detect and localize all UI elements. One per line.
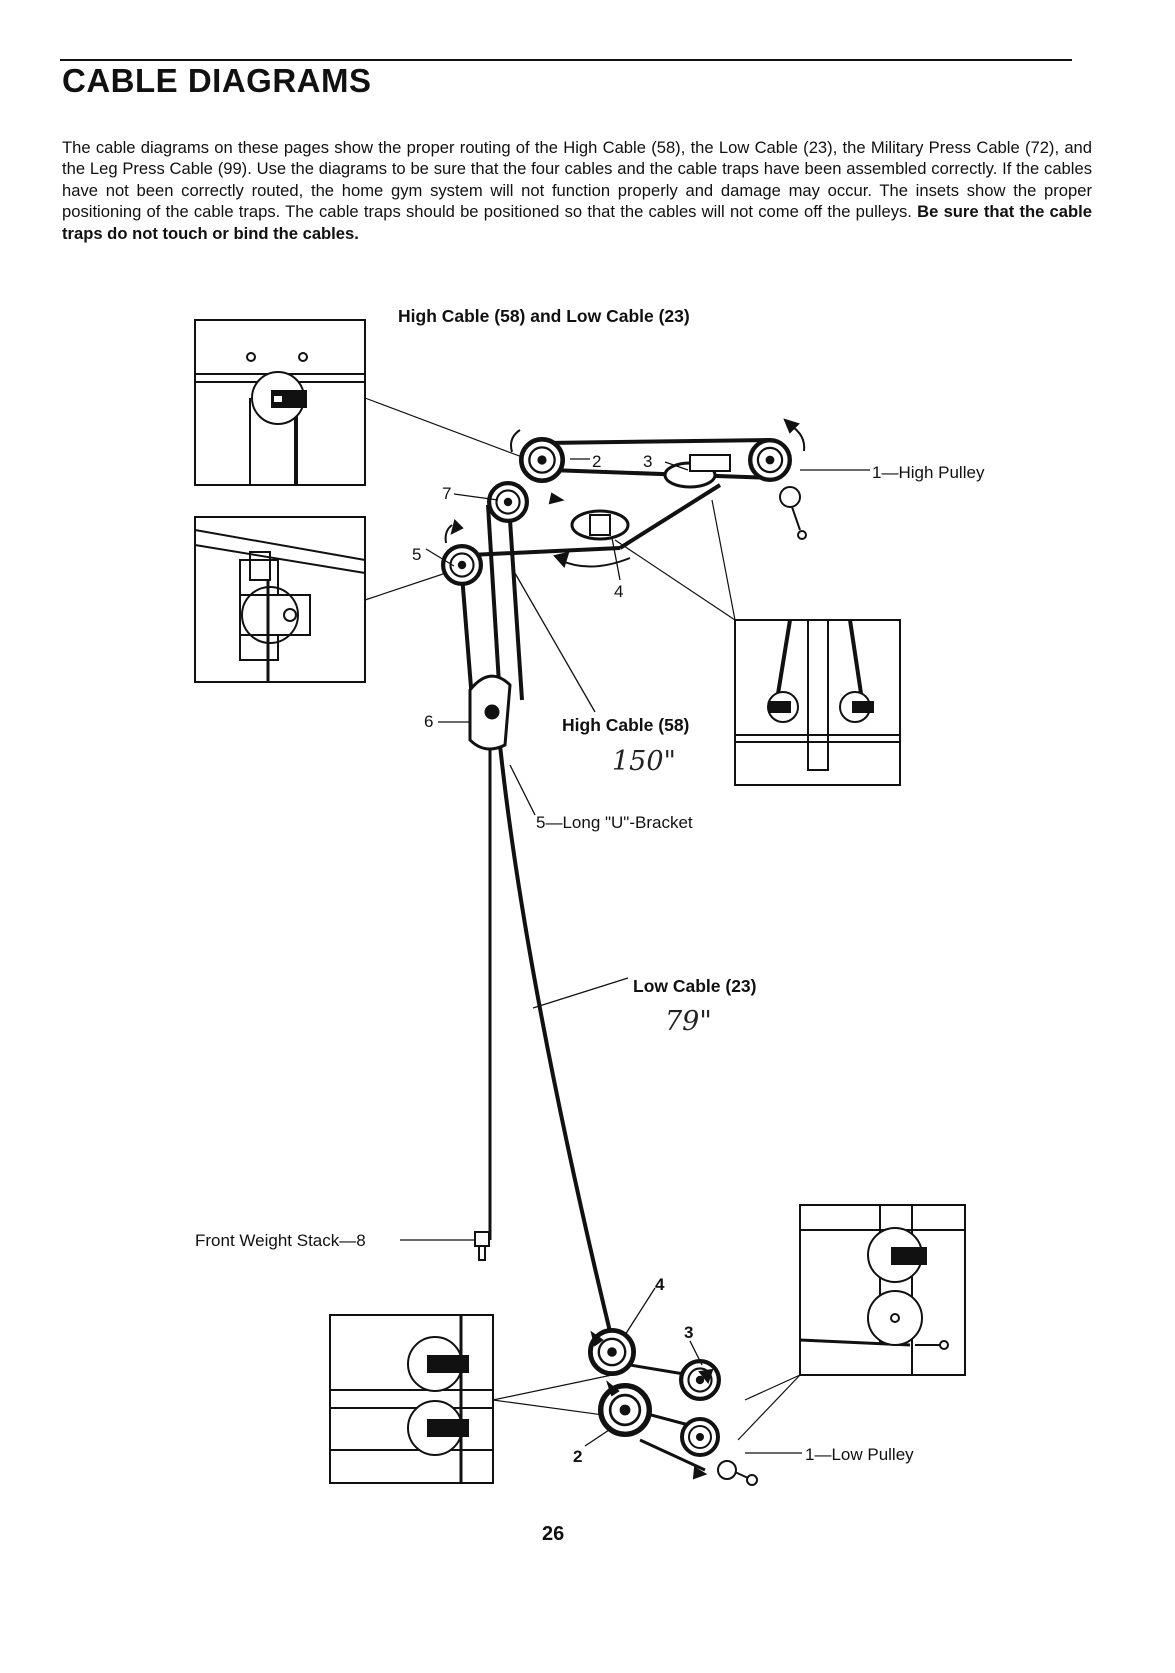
low-pulley-handle — [717, 1460, 758, 1486]
label-high-cable: High Cable (58) — [562, 715, 689, 735]
inset-bottom-left — [329, 1314, 494, 1484]
high-cable-path — [460, 438, 773, 1240]
label-front-weight-stack: Front Weight Stack—8 — [195, 1231, 366, 1250]
inset-bottom-right — [799, 1204, 966, 1376]
page-number: 26 — [542, 1523, 564, 1545]
label-5: 5 — [412, 545, 421, 564]
weight-stack-pin — [474, 1231, 490, 1261]
handwritten-low-cable-length: 79" — [665, 1006, 712, 1037]
label-long-u-bracket: 5—Long "U"-Bracket — [536, 813, 693, 832]
label-4-top: 4 — [614, 582, 623, 601]
label-low-cable: Low Cable (23) — [633, 976, 757, 996]
pulley-top-1-high — [750, 440, 790, 480]
label-2-bottom: 2 — [573, 1447, 582, 1466]
intro-text: The cable diagrams on these pages show t… — [62, 138, 1092, 222]
diagram-heading: High Cable (58) and Low Cable (23) — [398, 306, 690, 326]
title-rule — [60, 59, 1072, 61]
label-high-pulley: 1—High Pulley — [872, 463, 985, 482]
pulley-4-top — [570, 509, 630, 541]
inset-leaders — [364, 397, 801, 1441]
pulley-7 — [489, 483, 527, 521]
inset-top-left — [194, 319, 366, 486]
pulley-3-bottom — [681, 1361, 719, 1399]
intro-warning: Be sure that the cable traps do not touc… — [62, 202, 1092, 243]
intro-paragraph: The cable diagrams on these pages show t… — [62, 137, 1092, 244]
label-low-pulley: 1—Low Pulley — [805, 1445, 914, 1464]
pulley-6 — [468, 674, 512, 751]
pulley-2-bottom — [601, 1386, 650, 1435]
label-3-bottom: 3 — [684, 1323, 693, 1342]
high-pulley-handle — [779, 486, 807, 540]
pulley-top-2 — [521, 439, 562, 480]
page-title: CABLE DIAGRAMS — [62, 62, 372, 99]
pulley-3-top — [663, 454, 731, 489]
label-leaders — [400, 458, 870, 1454]
handwritten-high-cable-length: 150" — [612, 746, 676, 777]
label-4-bottom: 4 — [655, 1275, 665, 1294]
label-7: 7 — [442, 484, 451, 503]
label-3-top: 3 — [643, 452, 652, 471]
pulley-5 — [443, 546, 481, 584]
direction-arrows — [444, 418, 806, 1480]
label-6: 6 — [424, 712, 433, 731]
inset-mid-left — [194, 516, 366, 683]
inset-right — [734, 619, 901, 786]
pulley-1-low — [680, 1417, 720, 1457]
label-2-top: 2 — [592, 452, 601, 471]
